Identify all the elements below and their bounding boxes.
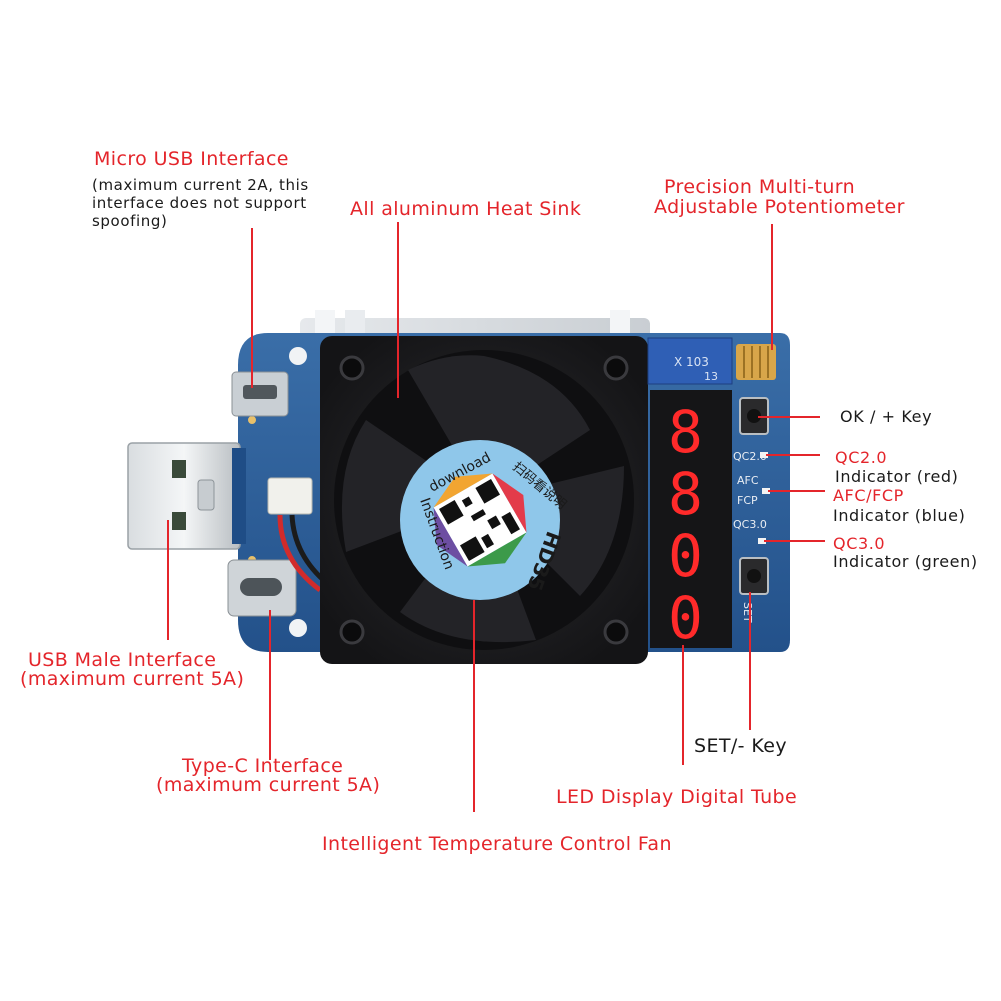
heat-sink-label: All aluminum Heat Sink	[350, 198, 582, 220]
micro-usb-note-2: interface does not support	[92, 194, 307, 212]
leader-lines	[167, 222, 825, 812]
pot-code-text: X 103	[674, 355, 709, 369]
control-panel: QC2.0 AFC FCP QC3.0 SET	[733, 397, 770, 623]
mount-hole	[289, 619, 307, 637]
usb-male-plug	[127, 442, 246, 550]
potentiometer-label-2: Adjustable Potentiometer	[654, 196, 905, 218]
micro-usb-note-3: spoofing)	[92, 212, 168, 230]
fan-label: Intelligent Temperature Control Fan	[322, 833, 672, 855]
fan-screw	[339, 619, 365, 645]
led-digit-4: 0	[668, 584, 703, 652]
type-c-label-2: (maximum current 5A)	[156, 774, 381, 796]
afc-fcp-indicator-led	[762, 488, 770, 494]
usb-male-label-2: (maximum current 5A)	[20, 668, 245, 690]
pot-code-2-text: 13	[704, 370, 718, 383]
qc20-indicator-led	[760, 452, 768, 458]
led-digit-2: 8	[668, 460, 703, 528]
qr-sticker: download 扫码看说明 Instruction HD35	[400, 440, 570, 600]
silk-fcp-text: FCP	[737, 494, 758, 507]
usb-male-label-1: USB Male Interface	[28, 649, 217, 671]
led-digit-3: 0	[668, 522, 703, 590]
type-c-label-1: Type-C Interface	[182, 755, 344, 777]
ok-key-label: OK / + Key	[840, 407, 933, 426]
afc-label-2: Indicator (blue)	[833, 506, 966, 525]
micro-usb-port	[231, 371, 289, 417]
micro-usb-note-1: (maximum current 2A, this	[92, 176, 309, 194]
silk-afc-text: AFC	[737, 474, 759, 487]
fan-screw	[603, 619, 629, 645]
fan-screw	[339, 355, 365, 381]
qc20-label-2: Indicator (red)	[835, 467, 959, 486]
potentiometer-label-1: Precision Multi-turn	[664, 176, 856, 198]
afc-label-1: AFC/FCP	[833, 486, 904, 505]
led-display: 8 8 0 0	[650, 390, 732, 652]
fan-screw	[603, 355, 629, 381]
led-digit-1: 8	[668, 398, 703, 466]
qc30-label-1: QC3.0	[833, 534, 886, 553]
micro-usb-title: Micro USB Interface	[94, 148, 289, 170]
silk-qc3-text: QC3.0	[733, 518, 767, 531]
qc30-label-2: Indicator (green)	[833, 552, 978, 571]
qc20-label-1: QC2.0	[835, 448, 888, 467]
silk-qc2-text: QC2.0	[733, 450, 767, 463]
potentiometer: X 103 13	[647, 337, 776, 385]
type-c-port	[227, 559, 297, 617]
silk-set-text: SET	[741, 602, 754, 623]
potentiometer-screw	[736, 344, 776, 380]
qc30-indicator-led	[758, 538, 766, 544]
led-display-label: LED Display Digital Tube	[556, 786, 798, 808]
mount-hole	[289, 347, 307, 365]
set-key-label: SET/- Key	[694, 735, 788, 757]
